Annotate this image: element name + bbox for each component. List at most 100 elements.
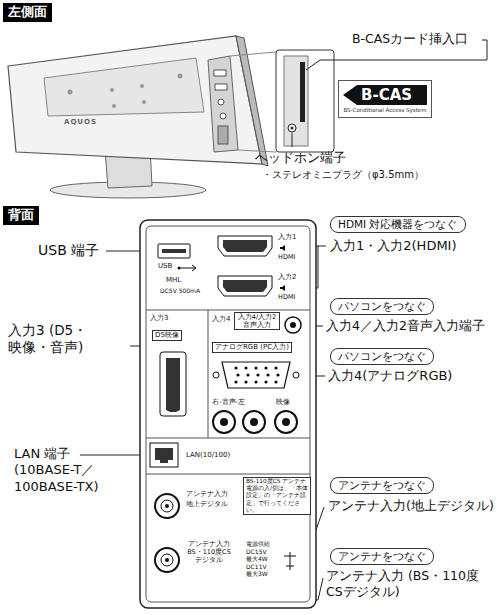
part-label: HDMI bbox=[278, 293, 295, 301]
vga-connector bbox=[222, 362, 290, 388]
vga-pin bbox=[244, 380, 247, 383]
title-tab: 左側面 bbox=[3, 3, 52, 22]
usb-symbol bbox=[178, 265, 196, 271]
inset bbox=[276, 50, 334, 152]
audio-jack bbox=[290, 322, 296, 328]
usb-port bbox=[158, 244, 190, 258]
part-label: アンテナ入力 (BS・110度 CSデジタル) bbox=[326, 568, 491, 599]
part-label: 映像 bbox=[276, 398, 290, 407]
box-subtitle: BS-Conditional Access System bbox=[343, 107, 427, 114]
title-tab: 背面 bbox=[3, 206, 39, 225]
vga-pin bbox=[264, 366, 267, 369]
panel-marking: D5映像 bbox=[152, 330, 182, 341]
d5-connector bbox=[160, 352, 186, 416]
vga-pin bbox=[234, 380, 237, 383]
panel-marking: 入力4/入力2 音声入力 bbox=[234, 312, 280, 330]
box-label: アンテナをつなぐ bbox=[338, 549, 426, 564]
rca-jack bbox=[213, 411, 235, 433]
part-label: 入力4／入力2音声入力端子 bbox=[326, 318, 485, 334]
box-label: B-CAS bbox=[343, 85, 427, 105]
vga-pins bbox=[234, 366, 279, 383]
vga-pin bbox=[276, 373, 279, 376]
vga-pin bbox=[244, 366, 247, 369]
part-label: 電源供給 DC15V 最大4W DC11V 最大3W bbox=[246, 540, 276, 578]
callout-box: HDMI 対応機器をつなぐ bbox=[330, 216, 466, 233]
vga-pin bbox=[236, 373, 239, 376]
rca-jack bbox=[250, 418, 258, 426]
part-label: LAN 端子 (10BASE-T／100BASE-TX) bbox=[14, 446, 114, 495]
callout-box: アンテナをつなぐ bbox=[330, 548, 434, 565]
hdmi-port bbox=[223, 280, 267, 292]
box-label: パソコンをつなぐ bbox=[338, 349, 426, 364]
divider bbox=[208, 310, 209, 438]
part-label: AQUOS bbox=[64, 118, 97, 127]
part-label: HDMI bbox=[278, 253, 295, 261]
rca-jack bbox=[220, 418, 228, 426]
part-label: 入力4(アナログRGB) bbox=[328, 368, 452, 384]
part-label: アンテナ入力(地上デジタル) bbox=[328, 498, 494, 514]
box-label: パソコンをつなぐ bbox=[338, 299, 426, 314]
vga-pin bbox=[274, 380, 277, 383]
headphone-jack bbox=[291, 127, 294, 130]
rca-jack bbox=[243, 411, 265, 433]
screw bbox=[142, 100, 146, 104]
usb-symbol bbox=[178, 267, 181, 270]
box-label: 左側面 bbox=[8, 4, 47, 21]
antenna-connector bbox=[155, 494, 179, 518]
part-label: アンテナ入力 BS・110度CS デジタル bbox=[184, 540, 234, 564]
screw bbox=[178, 74, 183, 79]
antenna-connector bbox=[155, 548, 179, 572]
panel-housing bbox=[140, 220, 316, 608]
box-label: HDMI 対応機器をつなぐ bbox=[338, 217, 458, 232]
back-cover bbox=[44, 58, 204, 116]
part-label: アンテナ入力 bbox=[186, 490, 228, 499]
vga-screw bbox=[213, 372, 219, 378]
panel-inner bbox=[146, 226, 310, 602]
b-cas-slot bbox=[300, 62, 305, 122]
antenna-connector bbox=[161, 500, 173, 512]
d5-connector bbox=[166, 358, 180, 412]
antenna-connector bbox=[161, 554, 173, 566]
vga-pin bbox=[264, 380, 267, 383]
side-port bbox=[220, 113, 226, 119]
divider bbox=[146, 310, 310, 311]
rca-jack bbox=[275, 411, 297, 433]
audio-icon bbox=[280, 245, 285, 291]
panel-marking: BS-110度CS アンテナ電源の入/切は、「本体設定」の「アンテナ設定」で行っ… bbox=[243, 477, 311, 515]
vga-pin bbox=[274, 366, 277, 369]
b-cas-card: B-CAS BS-Conditional Access System bbox=[338, 80, 432, 118]
inset-side-panel bbox=[284, 56, 308, 146]
part-label: ・ステレオミニプラグ（φ3.5mm） bbox=[262, 169, 424, 182]
part-label: 入力3 bbox=[150, 314, 168, 323]
side-port bbox=[214, 70, 226, 76]
hdmi-port bbox=[218, 276, 272, 296]
side-terminal-panel bbox=[208, 56, 238, 152]
hdmi-port bbox=[218, 236, 272, 256]
usb-port bbox=[162, 249, 186, 253]
box-label: アンテナをつなぐ bbox=[338, 478, 426, 493]
leader-line bbox=[292, 133, 293, 147]
part-label: USB bbox=[158, 262, 172, 271]
callout-box: パソコンをつなぐ bbox=[330, 348, 434, 365]
tv-illustration bbox=[8, 36, 276, 198]
tv-body bbox=[8, 36, 262, 164]
panel-marking: アナログRGB (PC入力) bbox=[212, 342, 292, 353]
leader-line bbox=[80, 455, 149, 456]
lan-port bbox=[155, 448, 173, 463]
vga-pin bbox=[246, 373, 249, 376]
box-label: 背面 bbox=[8, 207, 34, 224]
zoom-line bbox=[230, 52, 276, 56]
part-label: 入力1・入力2(HDMI) bbox=[330, 238, 457, 254]
antenna-connector bbox=[165, 504, 169, 508]
vga-screw bbox=[293, 372, 299, 378]
vga-pin bbox=[254, 366, 257, 369]
part-label: 入力2 bbox=[278, 273, 296, 282]
part-label: 右-音声-左 bbox=[212, 398, 245, 407]
divider bbox=[146, 438, 310, 439]
part-label: MHL bbox=[166, 276, 181, 285]
part-label: ヘッドホン端子 bbox=[255, 150, 346, 166]
rca-jack bbox=[282, 418, 290, 426]
vga-pin bbox=[256, 373, 259, 376]
part-label: 入力1 bbox=[278, 233, 296, 242]
part-label: 入力4 bbox=[212, 315, 230, 324]
